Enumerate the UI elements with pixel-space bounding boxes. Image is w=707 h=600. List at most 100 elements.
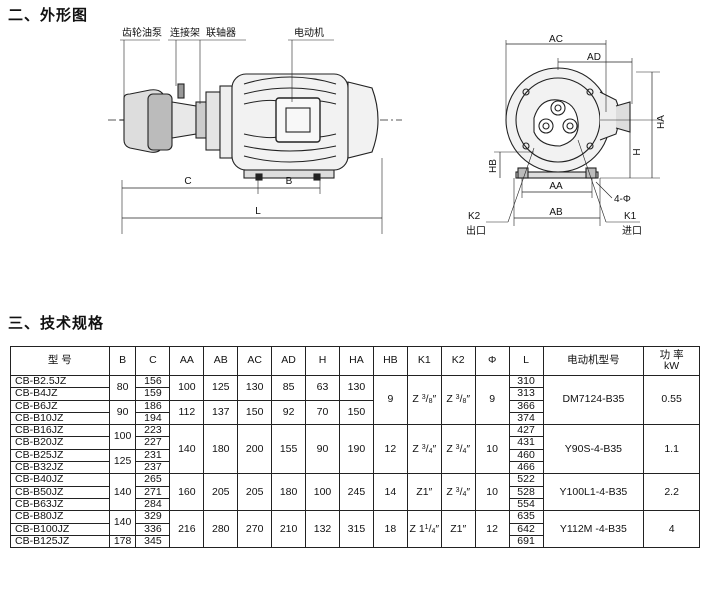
cell-k1-numerator: 3 [421, 443, 426, 451]
cell-c: 329 [135, 510, 171, 524]
header-power-unit: kW [664, 360, 680, 372]
cell-l: 310 [508, 374, 544, 389]
cell-k1-value: Z 3/4″ [412, 442, 437, 455]
table-row: CB-B32JZ 237 466 [10, 461, 700, 475]
label-dim-ac: AC [549, 34, 563, 45]
cell-aa: 216 [169, 510, 205, 549]
cell-model: CB-B63JZ [10, 497, 110, 512]
cell-k2: Z 3/8″ [440, 374, 476, 426]
cell-c: 271 [135, 485, 171, 499]
cell-k2-value: Z 3/4″ [446, 442, 471, 455]
cell-hb: 12 [372, 424, 408, 475]
cell-k2-denominator: 4 [462, 447, 467, 455]
cell-motor-model: Y100L1-4-B35 [542, 473, 645, 512]
cell-model: CB-B2.5JZ [10, 374, 110, 389]
cell-ha: 130 [338, 375, 374, 401]
cell-hb: 18 [372, 510, 408, 549]
cell-aa: 112 [169, 399, 205, 426]
cell-ad: 92 [271, 399, 307, 426]
cell-c: 156 [135, 374, 171, 389]
cell-motor-model: Y112M -4-B35 [542, 510, 645, 549]
cell-k1: Z 3/4″ [406, 424, 442, 475]
cell-k2: Z 3/4″ [440, 424, 476, 475]
label-k1: K1 [624, 211, 637, 222]
cell-k2-base: Z [446, 442, 453, 455]
label-outlet: 出口 [466, 224, 486, 237]
header-h: H [305, 346, 340, 376]
cell-k1-value: Z 3/8″ [412, 393, 437, 406]
cell-model: CB-B40JZ [10, 473, 110, 487]
cell-l: 522 [508, 473, 544, 487]
cell-ac: 270 [237, 510, 273, 549]
cell-k1-value: Z 11/4″ [409, 522, 440, 535]
cell-ha: 245 [338, 473, 374, 512]
header-l: L [508, 346, 544, 376]
side-view [108, 39, 402, 234]
cell-power: 0.55 [643, 374, 700, 426]
cell-b: 140 [108, 473, 137, 512]
label-dim-ab: AB [549, 207, 563, 218]
cell-b: 80 [108, 375, 137, 401]
label-dim-b: B [286, 176, 293, 187]
cell-l: 466 [508, 461, 544, 475]
cell-k1-base: Z [409, 522, 416, 535]
header-motor-model: 电动机型号 [542, 346, 645, 376]
cell-c: 237 [135, 461, 171, 475]
cell-b: 100 [108, 424, 137, 450]
header-k2: K2 [440, 346, 476, 376]
cell-ab: 180 [203, 424, 239, 475]
cell-aa: 100 [169, 375, 205, 401]
cell-l: 691 [508, 534, 544, 549]
cell-k1-base: Z1″ [416, 485, 433, 498]
cell-ac: 205 [237, 473, 273, 512]
cell-k2-denominator: 8 [462, 398, 467, 406]
cell-h: 132 [305, 510, 340, 549]
section-title-specifications: 三、技术规格 [8, 315, 105, 332]
cell-k2: Z 3/4″ [440, 473, 476, 512]
cell-power: 2.2 [643, 473, 700, 512]
label-dim-aa: AA [549, 181, 563, 192]
cell-k2-base: Z [446, 393, 453, 406]
cell-k1: Z1″ [406, 473, 442, 512]
cell-model: CB-B125JZ [10, 534, 110, 549]
label-coupling: 联轴器 [206, 26, 236, 39]
cell-ha: 150 [338, 399, 374, 426]
header-k1: K1 [406, 346, 442, 376]
cell-k2: Z1″ [440, 510, 476, 549]
cell-ad: 155 [271, 424, 307, 475]
cell-k1-numerator: 1 [424, 523, 429, 531]
cell-aa: 140 [169, 424, 205, 475]
cell-hb: 14 [372, 473, 408, 512]
cell-b: 90 [108, 399, 137, 426]
cell-ha: 315 [338, 510, 374, 549]
spec-table: 型 号 B C AA AB AC AD H HA HB K1 K2 Φ L 电动… [10, 346, 700, 549]
cell-k2-value: Z1″ [450, 523, 466, 535]
cell-c: 194 [135, 411, 171, 426]
cell-l: 427 [508, 424, 544, 438]
cell-model: CB-B16JZ [10, 424, 110, 438]
cell-ab: 280 [203, 510, 239, 549]
cell-k2-numerator: 3 [455, 394, 460, 402]
label-dim-ha: HA [656, 115, 667, 129]
cell-ad: 85 [271, 375, 307, 401]
cell-power: 4 [643, 510, 700, 549]
cell-c: 159 [135, 387, 171, 401]
cell-l: 313 [508, 387, 544, 401]
label-coupling-frame: 连接架 [170, 26, 200, 39]
cell-k1-denominator: 4 [428, 447, 433, 455]
label-dim-h: H [632, 148, 643, 155]
label-dim-l: L [255, 206, 261, 217]
end-view-labels: AC AD HA H HB AA AB 4-Φ K2 出口 K1 进口 [466, 34, 667, 237]
cell-k1: Z 3/8″ [406, 374, 442, 426]
header-c: C [135, 346, 171, 376]
cell-model: CB-B32JZ [10, 461, 110, 475]
cell-k1: Z 11/4″ [406, 510, 442, 549]
cell-c: 336 [135, 522, 171, 536]
cell-ha: 190 [338, 424, 374, 475]
cell-ac: 200 [237, 424, 273, 475]
cell-ac: 130 [237, 375, 273, 401]
cell-l: 431 [508, 436, 544, 450]
